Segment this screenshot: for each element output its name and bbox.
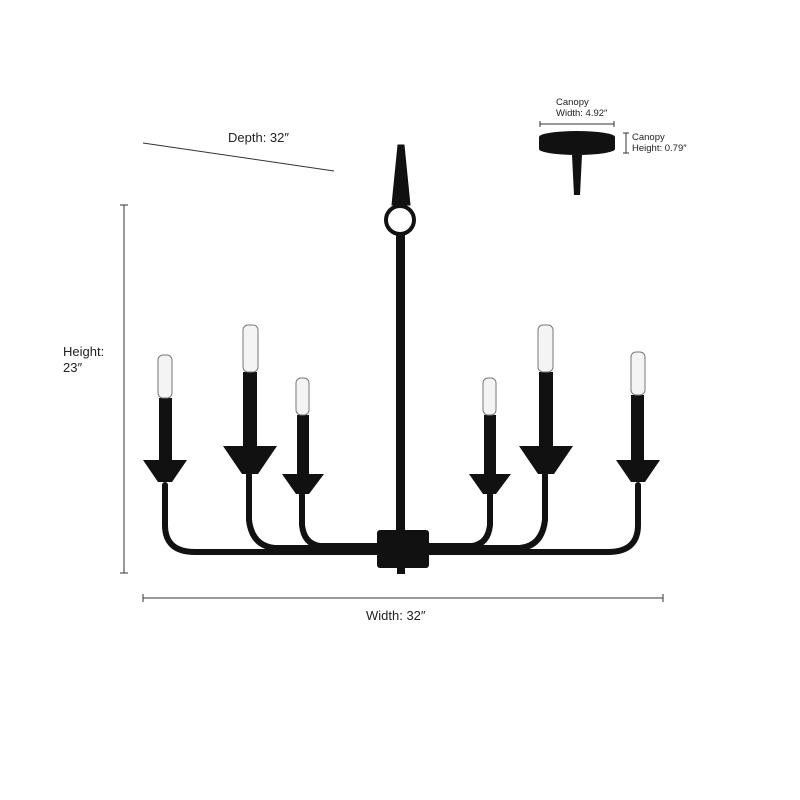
dimension-lines <box>120 121 664 602</box>
chandelier <box>143 144 660 574</box>
height-label-line1: Height: <box>63 344 105 359</box>
candle-5 <box>519 324 573 474</box>
candle-6 <box>616 351 660 482</box>
ring <box>384 204 416 236</box>
depth-line <box>142 142 335 172</box>
candle-2 <box>223 324 277 474</box>
center-hub <box>377 530 429 568</box>
width-label: Width: 32″ <box>366 608 426 623</box>
canopy-width-label-line2: Width: 4.92″ <box>556 108 608 119</box>
canopy-inset <box>539 131 615 195</box>
candle-3 <box>282 377 324 494</box>
canopy-height-label-line2: Height: 0.79″ <box>632 143 687 154</box>
candle-arms <box>143 324 660 494</box>
canopy-width-label-line1: Canopy <box>556 97 589 108</box>
center-rod <box>396 232 405 532</box>
height-label-line2: 23″ <box>63 360 83 375</box>
canopy-height-label-line1: Canopy <box>632 132 665 143</box>
candle-4 <box>469 377 511 494</box>
candle-1 <box>143 354 187 482</box>
chain <box>391 144 411 206</box>
depth-label: Depth: 32″ <box>228 130 289 145</box>
